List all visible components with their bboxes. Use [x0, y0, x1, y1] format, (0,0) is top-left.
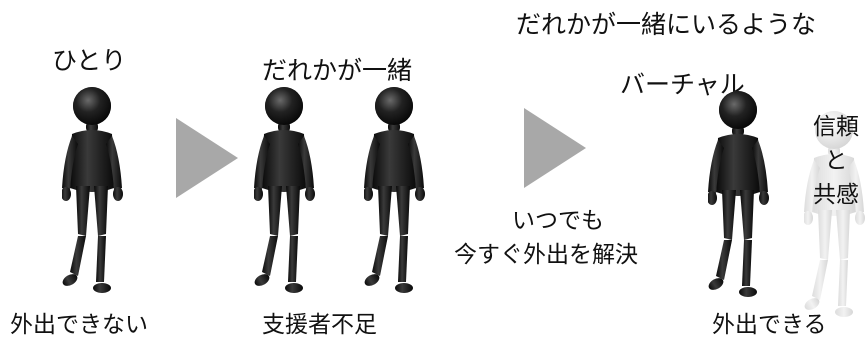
scene3-bottom-label: 外出できる [712, 312, 827, 338]
scene3-top-label-line1: だれかが一緒にいるような [516, 10, 817, 39]
scene3-middle-label-line1: いつでも [512, 208, 604, 234]
person-figure-companion [364, 87, 425, 293]
person-figure-alone [62, 87, 123, 293]
arrow-right-icon [524, 108, 586, 188]
scene2-top-label: だれかが一緒 [262, 56, 413, 85]
scene2-bottom-label: 支援者不足 [262, 312, 377, 338]
scene1-bottom-label: 外出できない [10, 312, 148, 338]
person-figure-user [254, 87, 315, 293]
arrow-right-icon [176, 118, 238, 198]
scene3-middle-label-line2: 今すぐ外出を解決 [454, 242, 638, 268]
scene1-top-label: ひとり [52, 46, 127, 75]
side-label-trust: 信頼 [813, 114, 859, 140]
side-label-and: と [824, 148, 848, 174]
scene3-top-label-line2: バーチャル [620, 70, 745, 99]
person-figure-user [708, 91, 769, 297]
side-label-empathy: 共感 [813, 182, 859, 208]
virtual-person-figure [804, 111, 865, 317]
